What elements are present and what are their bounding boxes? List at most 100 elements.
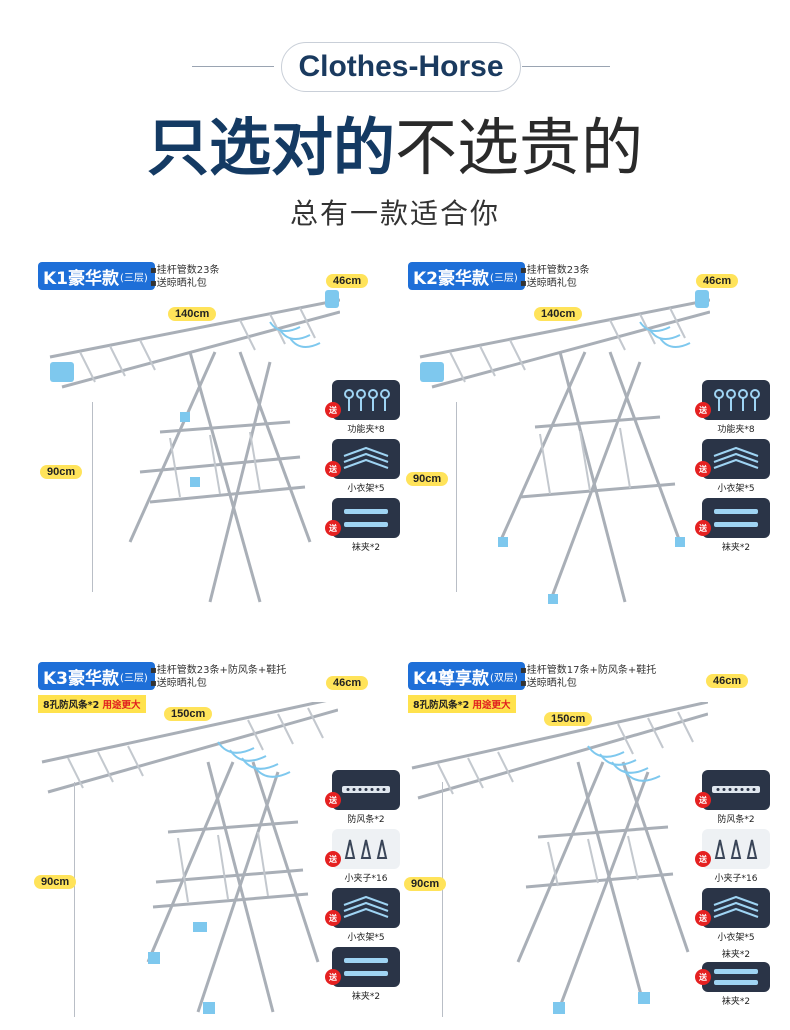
gift-item: 送 功能夹*8 <box>325 380 400 435</box>
gift-item: 送 功能夹*8 <box>695 380 770 435</box>
gift-item: 送 防风条*2 <box>695 770 770 825</box>
sock-clip-icon <box>332 498 400 538</box>
sock-clip-icon <box>702 498 770 538</box>
product-specs: ▪挂杆管数23条+防风条+鞋托 ▪ 送晾晒礼包 <box>150 664 286 690</box>
dimension-height: 90cm <box>40 465 83 479</box>
product-badge: K3豪华款(三层) <box>38 662 155 690</box>
spec-text: 挂杆管数17条+防风条+鞋托 <box>526 665 657 676</box>
dimension-height: 90cm <box>34 875 77 889</box>
dimension-line-height <box>74 782 75 1017</box>
gift-tag: 送 <box>325 910 341 926</box>
gift-label: 袜夹*2 <box>721 543 751 553</box>
spec-bullet: ▪ <box>520 265 527 276</box>
gift-item: 袜夹*2 送 袜夹*2 <box>695 947 770 1007</box>
sock-clip-icon <box>702 962 770 992</box>
dimension-line-height <box>442 782 443 1017</box>
spec-text: 挂杆管数23条+防风条+鞋托 <box>156 665 287 676</box>
hanger-icon <box>702 888 770 928</box>
clip-icon <box>702 380 770 420</box>
gift-item: 送 袜夹*2 <box>325 498 400 553</box>
dimension-width: 46cm <box>326 676 369 690</box>
gift-label: 袜夹*2 <box>721 997 751 1007</box>
clip-icon <box>332 380 400 420</box>
small-clip-icon <box>702 829 770 869</box>
drying-rack-illustration <box>411 702 708 1014</box>
spec-line: ▪挂杆管数23条 <box>150 264 220 277</box>
brand-pill: Clothes-Horse <box>281 42 521 92</box>
product-specs: ▪挂杆管数23条 ▪送晾晒礼包 <box>520 264 590 290</box>
dimension-line-height <box>456 402 457 592</box>
dimension-length: 140cm <box>168 307 217 321</box>
header-rule-left <box>192 66 274 67</box>
spec-text: 送晾晒礼包 <box>526 678 577 689</box>
spec-bullet: ▪ <box>520 678 527 689</box>
promo-text: 8孔防风条*2 <box>413 700 470 711</box>
gift-item: 送 袜夹*2 <box>325 947 400 1002</box>
hanger-icon <box>702 439 770 479</box>
gift-label: 防风条*2 <box>717 815 755 825</box>
spec-line: ▪挂杆管数23条+防风条+鞋托 <box>150 664 286 677</box>
promo-highlight: 用途更大 <box>102 700 141 711</box>
product-card-k2[interactable]: K2豪华款(三层) ▪挂杆管数23条 ▪送晾晒礼包 140cm 46cm 90c… <box>404 262 774 632</box>
gift-tag: 送 <box>325 402 341 418</box>
promo-tag: 8孔防风条*2 用途更大 <box>38 695 146 713</box>
headline-light: 不选贵的 <box>395 111 644 184</box>
spec-line: ▪送晾晒礼包 <box>520 677 656 690</box>
spec-text: 送晾晒礼包 <box>156 278 207 289</box>
windbreak-strip-icon <box>702 770 770 810</box>
product-card-k1[interactable]: K1豪华款(三层) ▪挂杆管数23条 ▪送晾晒礼包 140cm 46cm 9 <box>34 262 404 632</box>
small-clip-icon <box>332 829 400 869</box>
badge-title: K1豪华款 <box>43 268 120 289</box>
drying-rack-illustration <box>49 290 340 603</box>
spec-line: ▪挂杆管数23条 <box>520 264 590 277</box>
dimension-line-height <box>92 402 93 592</box>
gift-label: 小衣架*5 <box>347 933 385 943</box>
dimension-length: 150cm <box>164 707 213 721</box>
gift-tag: 送 <box>695 969 711 985</box>
sock-clip-icon <box>332 947 400 987</box>
gift-list: 送 功能夹*8 送 小衣架*5 送 袜夹*2 <box>695 380 770 557</box>
gift-list: 送 功能夹*8 送 小衣架*5 送 袜夹*2 <box>325 380 400 557</box>
gift-label: 小衣架*5 <box>717 484 755 494</box>
gift-list: 送 防风条*2 送 小夹子*16 送 小衣架*5 袜夹*2 送 袜夹*2 <box>695 770 770 1011</box>
gift-tag: 送 <box>325 461 341 477</box>
spec-text: 挂杆管数23条 <box>526 265 590 276</box>
header-rule-right <box>522 66 610 67</box>
product-specs: ▪挂杆管数23条 ▪送晾晒礼包 <box>150 264 220 290</box>
gift-item: 送 防风条*2 <box>325 770 400 825</box>
product-card-k4[interactable]: K4尊享款(双层) ▪挂杆管数17条+防风条+鞋托 ▪送晾晒礼包 8孔防风条*2… <box>404 662 774 1026</box>
spec-line: ▪送晾晒礼包 <box>150 277 220 290</box>
product-card-k3[interactable]: K3豪华款(三层) ▪挂杆管数23条+防风条+鞋托 ▪ 送晾晒礼包 8孔防风条*2… <box>34 662 404 1026</box>
spec-text: 送晾晒礼包 <box>156 678 207 689</box>
gift-label: 功能夹*8 <box>717 425 755 435</box>
hanger-icon <box>332 439 400 479</box>
gift-tag: 送 <box>695 461 711 477</box>
dimension-width: 46cm <box>326 274 369 288</box>
gift-label: 小夹子*16 <box>714 874 758 884</box>
subheadline: 总有一款适合你 <box>289 197 500 230</box>
promo-highlight: 用途更大 <box>472 700 511 711</box>
dimension-width: 46cm <box>706 674 749 688</box>
gift-tag: 送 <box>325 969 341 985</box>
gift-item: 送 小夹子*16 <box>325 829 400 884</box>
spec-bullet: ▪ <box>150 278 157 289</box>
gift-item: 送 小衣架*5 <box>695 888 770 943</box>
spec-bullet: ▪ <box>520 665 527 676</box>
spec-line: ▪送晾晒礼包 <box>520 277 590 290</box>
dimension-length: 140cm <box>534 307 583 321</box>
dimension-height: 90cm <box>404 877 447 891</box>
gift-tag: 送 <box>695 910 711 926</box>
gift-label: 防风条*2 <box>347 815 385 825</box>
badge-subtitle: (三层) <box>120 272 148 284</box>
spec-line: ▪挂杆管数17条+防风条+鞋托 <box>520 664 656 677</box>
product-badge: K2豪华款(三层) <box>408 262 525 290</box>
gift-label: 袜夹*2 <box>351 992 381 1002</box>
dimension-height: 90cm <box>406 472 449 486</box>
gift-tag: 送 <box>325 792 341 808</box>
gift-label: 功能夹*8 <box>347 425 385 435</box>
gift-tag: 送 <box>325 851 341 867</box>
badge-title: K3豪华款 <box>43 668 120 689</box>
promo-tag: 8孔防风条*2 用途更大 <box>408 695 516 713</box>
spec-bullet: ▪ <box>150 665 157 676</box>
gift-tag: 送 <box>325 520 341 536</box>
